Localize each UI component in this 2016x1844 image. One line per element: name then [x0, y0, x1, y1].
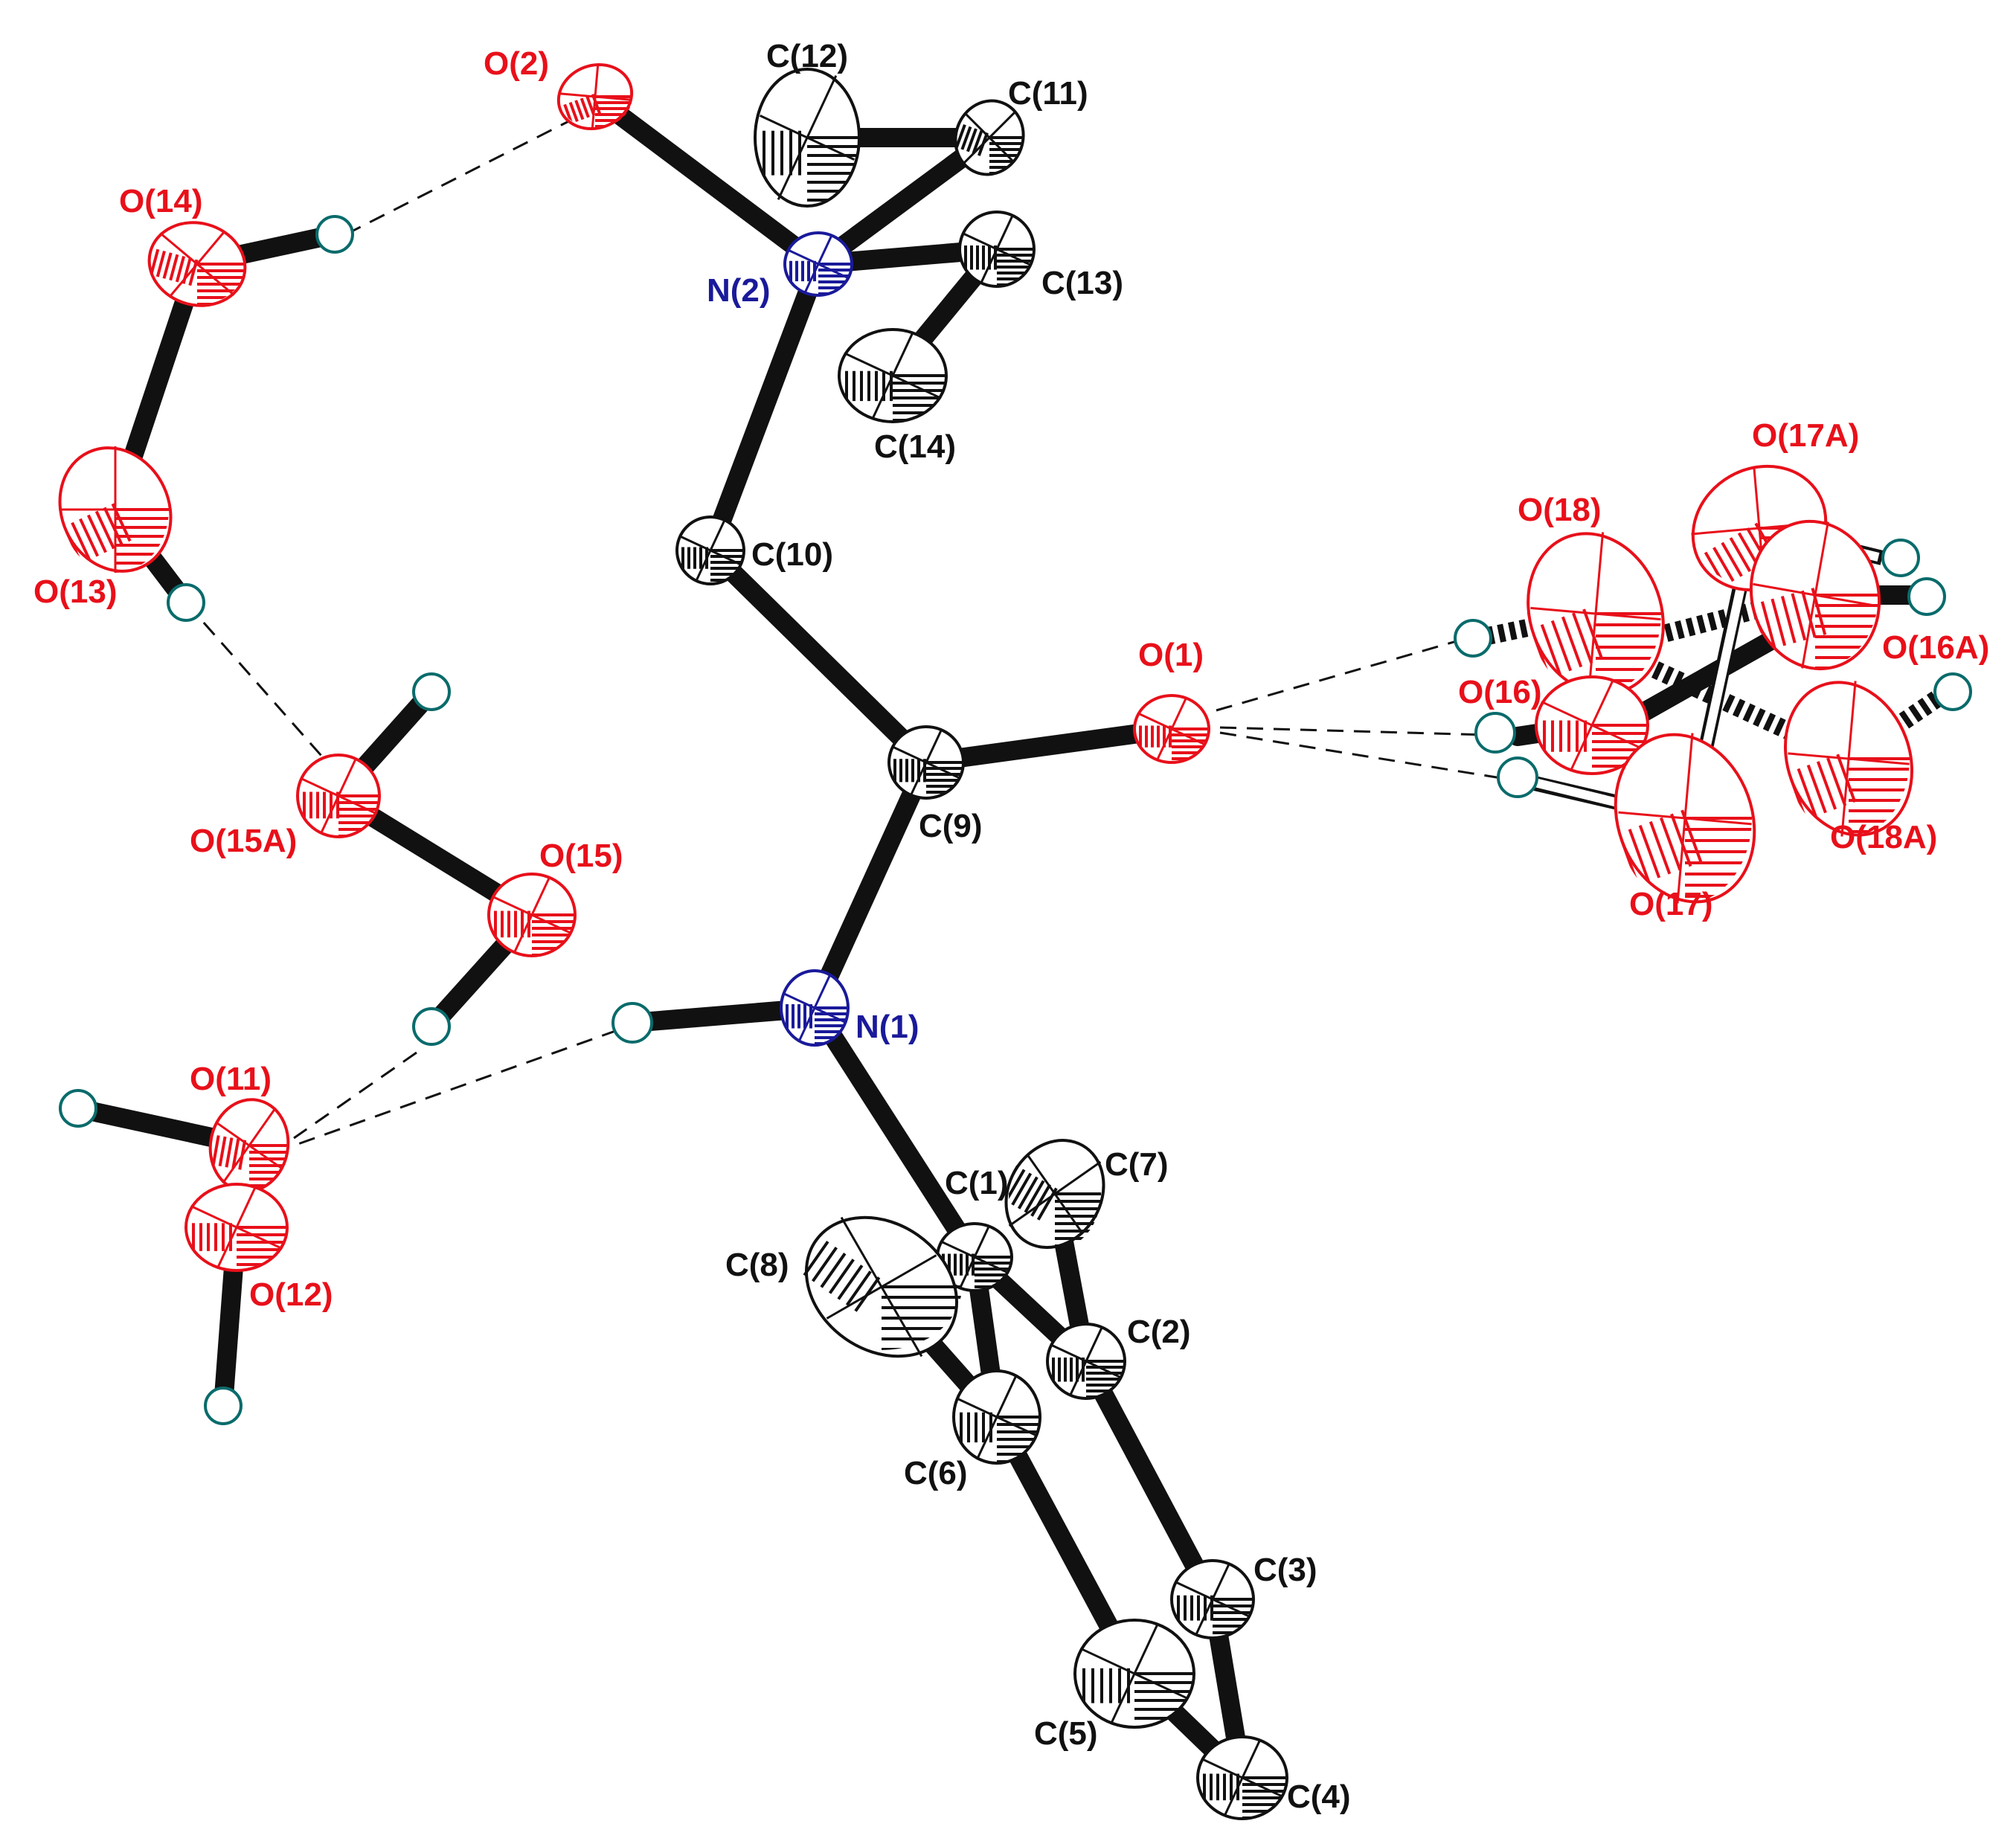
- atom-O16A: [1749, 519, 1881, 671]
- bond-N1-C1: [805, 998, 984, 1267]
- label-N2: N(2): [707, 272, 771, 309]
- label-N1: N(1): [855, 1009, 919, 1045]
- bond-C10-C9: [701, 541, 936, 772]
- label-O16: O(16): [1458, 674, 1541, 710]
- atom-C7: [1004, 1139, 1105, 1249]
- label-C9: C(9): [919, 808, 983, 844]
- atom-C10: [675, 515, 745, 585]
- hydrogen-atom: [315, 215, 354, 254]
- hydrogen-atoms: [59, 215, 1972, 1425]
- atom-C4: [1196, 1735, 1288, 1820]
- label-O13: O(13): [33, 574, 117, 610]
- bond-O2-N2: [585, 87, 828, 274]
- hydrogen-atom: [1907, 577, 1946, 616]
- hbond-O1-O17: [1219, 731, 1511, 781]
- label-O15: O(15): [539, 838, 623, 874]
- hbond-O15-O11: [293, 1051, 417, 1140]
- label-O1: O(1): [1138, 637, 1204, 673]
- hbond-O13-O15A: [184, 602, 329, 763]
- hbond-O14-O2: [345, 106, 596, 236]
- label-C13: C(13): [1041, 265, 1123, 301]
- label-O18: O(18): [1518, 492, 1601, 528]
- bond-N2-C10: [701, 254, 828, 560]
- hydrogen-atom: [412, 1007, 451, 1046]
- bond-C9-O1: [916, 719, 1181, 772]
- atom-O17: [1614, 733, 1756, 904]
- label-C10: C(10): [751, 536, 833, 573]
- bond-C9-N1: [805, 753, 936, 1018]
- label-O15A: O(15A): [190, 823, 297, 859]
- hydrogen-atom: [1497, 756, 1538, 798]
- atom-O2: [556, 62, 634, 131]
- atom-O13: [58, 446, 173, 573]
- label-O18A: O(18A): [1830, 819, 1937, 855]
- label-C2: C(2): [1127, 1314, 1191, 1350]
- label-C6: C(6): [904, 1455, 968, 1491]
- atom-C2: [1046, 1323, 1126, 1400]
- atom-C3: [1170, 1559, 1255, 1639]
- atom-O15A: [296, 754, 381, 838]
- atom-O12: [184, 1183, 289, 1272]
- label-C7: C(7): [1105, 1146, 1169, 1183]
- atom-C6: [952, 1369, 1041, 1465]
- atom-C14: [838, 328, 948, 423]
- atom-C12: [754, 68, 861, 208]
- hydrogen-atom: [1454, 619, 1492, 658]
- label-C4: C(4): [1287, 1779, 1351, 1815]
- hbond-O1-O16: [1219, 726, 1489, 736]
- label-C1: C(1): [945, 1165, 1009, 1201]
- label-C12: C(12): [766, 38, 848, 74]
- bond-O16-O16A: [1631, 623, 1795, 724]
- atom-C9: [887, 725, 965, 800]
- hbond-O1-O18: [1216, 638, 1463, 712]
- hydrogen-atom: [412, 672, 451, 711]
- hydrogen-atom: [1474, 712, 1516, 754]
- hbond-N1-O11: [293, 1029, 618, 1147]
- bond-C2-C3: [1076, 1352, 1222, 1609]
- atom-labels: O(2) O(14) O(13) C(12) C(11) N(2) C(13) …: [33, 38, 1989, 1815]
- atom-N2: [783, 231, 853, 297]
- atom-C1: [936, 1222, 1013, 1292]
- atom-O11: [208, 1098, 290, 1193]
- atom-ellipsoids: [58, 62, 1914, 1820]
- label-O11: O(11): [190, 1061, 272, 1097]
- atom-C8: [801, 1215, 962, 1358]
- hydrogen-atom: [1933, 672, 1972, 711]
- label-O16A: O(16A): [1882, 629, 1989, 666]
- atom-O1: [1133, 694, 1210, 764]
- hydrogen-atom: [167, 583, 205, 622]
- atom-O14: [147, 221, 247, 307]
- atom-C5: [1073, 1619, 1195, 1729]
- hydrogen-atom: [611, 1002, 653, 1044]
- label-O17A: O(17A): [1752, 417, 1859, 454]
- hydrogen-atom: [59, 1089, 97, 1128]
- label-C5: C(5): [1034, 1715, 1098, 1752]
- atom-O18: [1527, 532, 1665, 695]
- label-O12: O(12): [249, 1276, 333, 1313]
- atom-O16: [1535, 675, 1649, 775]
- hydrogen-bonds: [184, 106, 1511, 1147]
- atom-O18A: [1783, 681, 1914, 837]
- label-C11: C(11): [1008, 75, 1088, 112]
- atom-C11: [954, 99, 1025, 176]
- label-C8: C(8): [725, 1247, 789, 1283]
- label-O17: O(17): [1629, 886, 1712, 922]
- atom-N1: [780, 969, 850, 1047]
- label-O14: O(14): [119, 183, 202, 219]
- label-C14: C(14): [874, 428, 956, 465]
- hydrogen-atom: [1881, 539, 1920, 577]
- atom-C13: [958, 211, 1036, 288]
- atom-O15: [487, 873, 577, 957]
- covalent-bonds: [68, 87, 1947, 1787]
- hydrogen-atom: [204, 1387, 243, 1425]
- label-C3: C(3): [1253, 1552, 1317, 1588]
- label-O2: O(2): [484, 45, 549, 82]
